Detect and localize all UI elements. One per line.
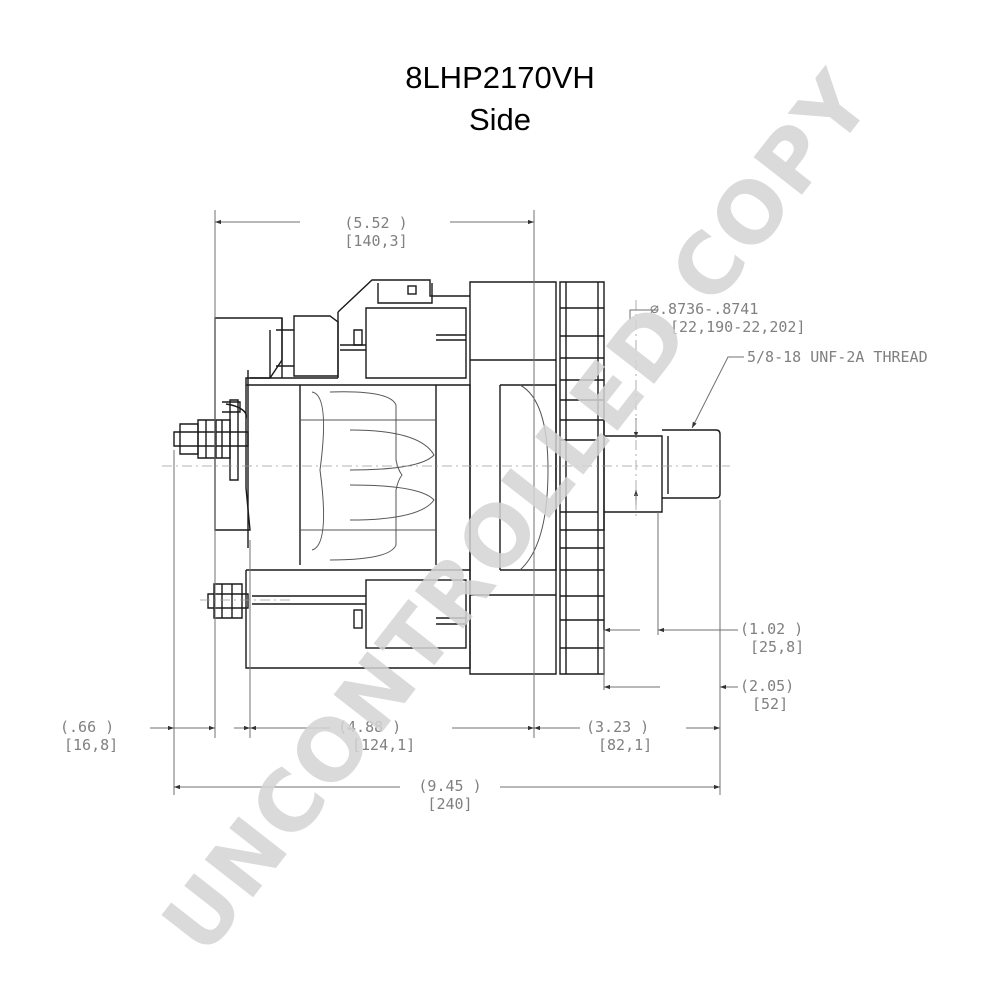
thread-spec: 5/8-18 UNF-2A THREAD — [747, 348, 928, 366]
terminal-offset-in: (.66 ) — [60, 718, 114, 736]
front-length-mm: [82,1] — [598, 736, 652, 754]
front-length-in: (3.23 ) — [586, 718, 649, 736]
shaft-length-mm: [25,8] — [750, 638, 804, 656]
body-length-in: (4.88 ) — [338, 718, 401, 736]
total-length-mm: [240] — [427, 795, 472, 813]
terminal-offset-mm: [16,8] — [64, 736, 118, 754]
shaft-length-in: (1.02 ) — [740, 620, 803, 638]
dimension-labels: (5.52 ) [140,3] ∅.8736-.8741 [22,190-22,… — [60, 214, 928, 813]
overall-width-mm: [140,3] — [344, 232, 407, 250]
drawing-title: 8LHP2170VH — [405, 60, 595, 95]
body-length-mm: [124,1] — [352, 736, 415, 754]
shaft-diameter-mm: [22,190-22,202] — [670, 318, 805, 336]
pulley-length-in: (2.05) — [740, 677, 794, 695]
dimension-lines — [150, 210, 744, 795]
view-label: Side — [468, 102, 532, 137]
total-length-in: (9.45 ) — [418, 777, 481, 795]
pulley-length-mm: [52] — [752, 695, 788, 713]
shaft-diameter-in: ∅.8736-.8741 — [650, 300, 758, 318]
uncontrolled-copy-watermark: UNCONTROLLED COPY — [144, 53, 891, 971]
overall-width-in: (5.52 ) — [344, 214, 407, 232]
